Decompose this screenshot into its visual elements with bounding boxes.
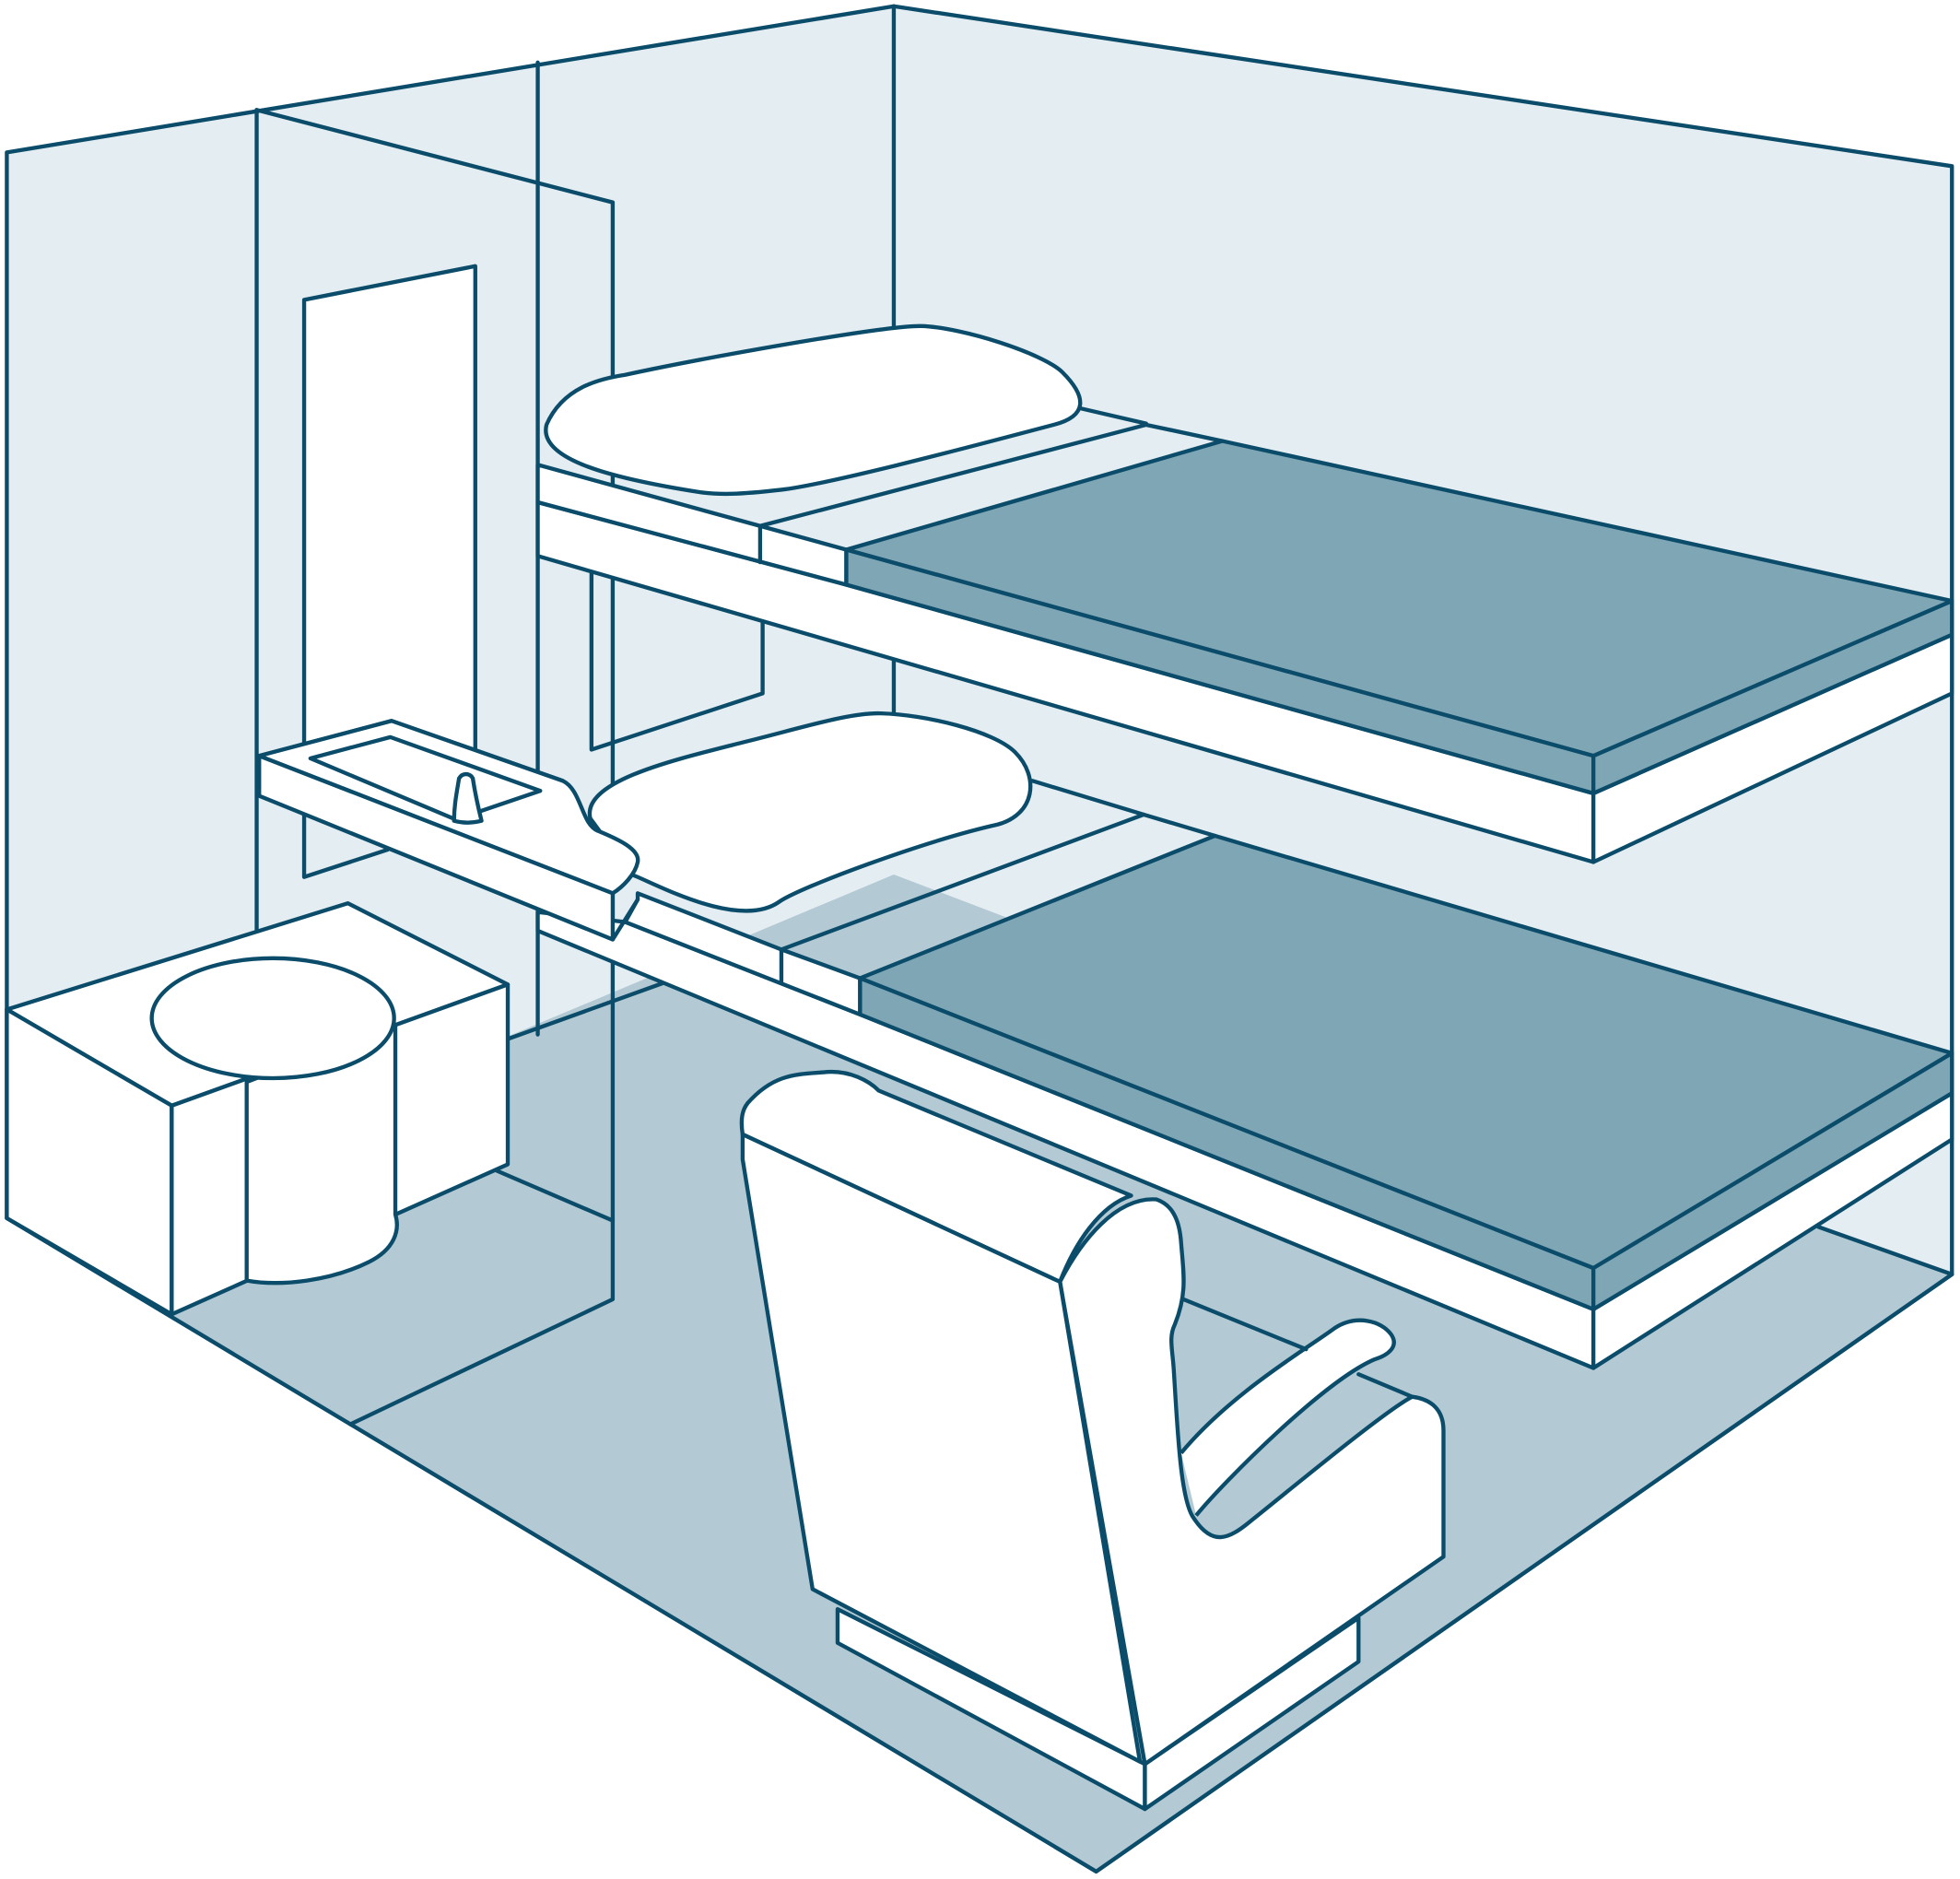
armchair-back-top: [739, 1070, 1133, 1285]
armchair-arm-line-2: [1356, 1372, 1414, 1399]
lower-pillow-strap: [1030, 779, 1146, 817]
upper-mattress-end: [1590, 598, 1954, 796]
lower-mattress-end: [1590, 1051, 1954, 1311]
faucet-icon: [452, 771, 484, 825]
armchair-right-side: [1058, 1197, 1446, 1767]
armchair-arm: [1180, 1318, 1396, 1517]
upper-pillow-strap: [1079, 406, 1148, 426]
armchair-arm-line: [1181, 1297, 1309, 1352]
floor-edge: [5, 1215, 1954, 1874]
toilet-lid: [149, 956, 396, 1081]
partition-top: [254, 108, 616, 205]
lower-pillow: [587, 710, 1033, 913]
floor-back-edge-right: [1816, 1225, 1954, 1277]
shelf-support: [610, 897, 640, 942]
armchair-back: [740, 1132, 1143, 1764]
ladder: [589, 570, 765, 752]
partition-floor-line: [494, 1169, 616, 1223]
floor-back-edge-left: [504, 981, 665, 1042]
shelf-bracket: [301, 812, 391, 879]
toilet-base: [244, 1022, 399, 1286]
upper-pillow: [544, 323, 1083, 497]
sink: [308, 734, 543, 821]
door-panel: [301, 264, 477, 752]
